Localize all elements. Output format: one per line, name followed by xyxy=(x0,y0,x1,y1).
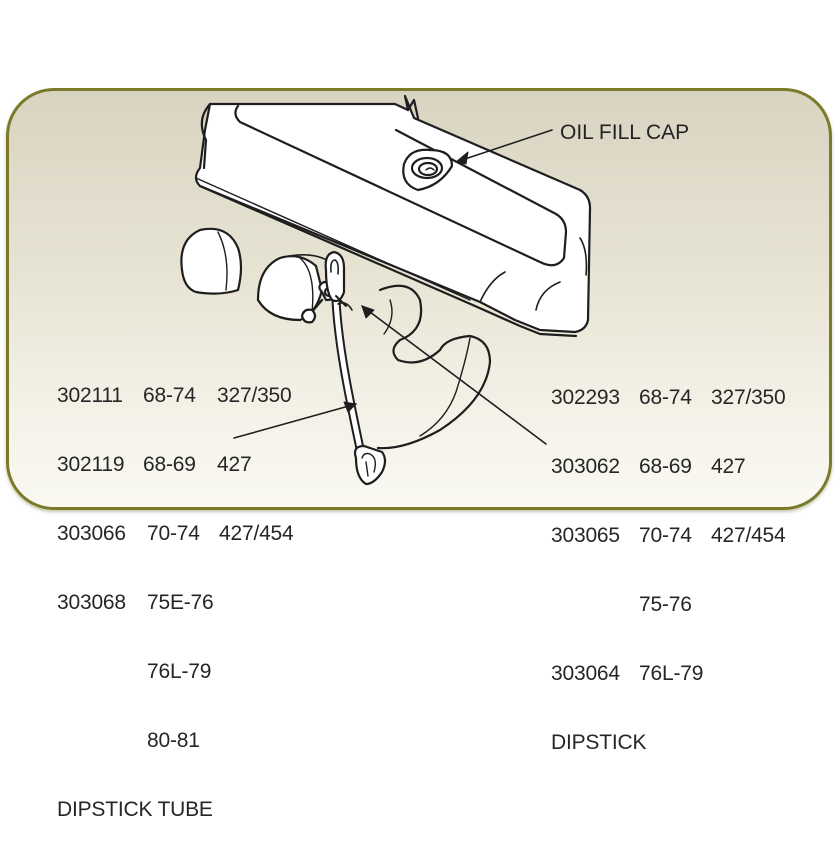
year-range: 68-74 xyxy=(143,384,196,407)
dipstick-title: DIPSTICK xyxy=(551,731,647,754)
part-number: 303065 xyxy=(551,524,620,547)
table-row: 75-76 xyxy=(551,593,811,616)
part-number: 303066 xyxy=(57,522,126,545)
table-row: 302111 68-74 327/350 xyxy=(57,384,317,407)
engine-size: 427/454 xyxy=(219,522,294,545)
engine-size: 327/350 xyxy=(711,386,786,409)
table-row: 303066 70-74 427/454 xyxy=(57,522,317,545)
year-range: 80-81 xyxy=(147,729,200,752)
table-row: 303065 70-74 427/454 xyxy=(551,524,811,547)
exhaust-port-left xyxy=(180,227,243,295)
year-range: 75E-76 xyxy=(147,591,214,614)
table-row: 76L-79 xyxy=(57,660,317,683)
part-number: 303062 xyxy=(551,455,620,478)
year-range: 75-76 xyxy=(639,593,692,616)
engine-size: 427 xyxy=(711,455,746,478)
table-row: 302119 68-69 427 xyxy=(57,453,317,476)
year-range: 68-74 xyxy=(639,386,692,409)
table-row: 303068 75E-76 xyxy=(57,591,317,614)
year-range: 76L-79 xyxy=(639,662,704,685)
exhaust-pipe-right xyxy=(376,284,492,450)
year-range: 68-69 xyxy=(639,455,692,478)
part-number: 303068 xyxy=(57,591,126,614)
dipstick-handle xyxy=(324,250,353,311)
dipstick-parts-table: 302293 68-74 327/350 303062 68-69 427 30… xyxy=(551,340,811,754)
engine-size: 427/454 xyxy=(711,524,786,547)
engine-size: 427 xyxy=(217,453,252,476)
table-row: 303064 76L-79 xyxy=(551,662,811,685)
table-row: 302293 68-74 327/350 xyxy=(551,386,811,409)
valve-cover-dipstick-illustration xyxy=(180,94,592,486)
part-number: 303064 xyxy=(551,662,620,685)
dipstick-tube-end xyxy=(353,444,387,486)
oil-fill-cap-label: OIL FILL CAP xyxy=(560,121,690,144)
year-range: 70-74 xyxy=(639,524,692,547)
oil-fill-cap xyxy=(402,148,454,192)
table-row: 80-81 xyxy=(57,729,317,752)
part-number: 302111 xyxy=(57,384,123,407)
dipstick-tube-parts-table: 302111 68-74 327/350 302119 68-69 427 30… xyxy=(57,338,317,821)
table-row: 303062 68-69 427 xyxy=(551,455,811,478)
part-number: 302293 xyxy=(551,386,620,409)
valve-cover xyxy=(194,94,592,338)
year-range: 76L-79 xyxy=(147,660,212,683)
part-number: 302119 xyxy=(57,453,125,476)
engine-size: 327/350 xyxy=(217,384,292,407)
dipstick-tube-title: DIPSTICK TUBE xyxy=(57,798,213,821)
year-range: 68-69 xyxy=(143,453,196,476)
year-range: 70-74 xyxy=(147,522,200,545)
